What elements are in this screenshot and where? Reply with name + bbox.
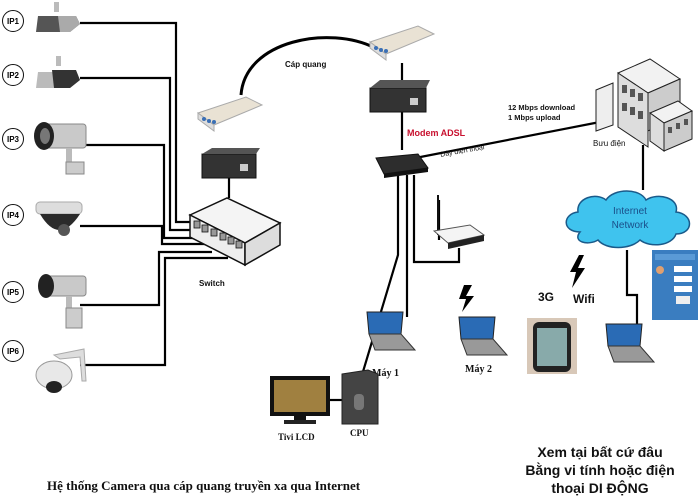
camera-id-ip2: IP2	[2, 64, 24, 86]
internet-cloud-icon	[565, 190, 691, 249]
diagram-caption: Hệ thống Camera qua cáp quang truyền xa …	[47, 478, 361, 493]
adsl-modem-icon	[375, 153, 429, 178]
wifi-label: Wifi	[573, 292, 595, 306]
pc1-label: Máy 1	[372, 368, 399, 379]
network-switch-icon	[188, 197, 282, 267]
mobile-app-login-screen-icon	[652, 250, 698, 320]
media-converter-icon	[369, 80, 430, 113]
fiber-cable-label: Cáp quang	[285, 60, 327, 69]
lcd-tv-icon	[270, 376, 330, 424]
bullet-camera-icon	[34, 122, 87, 175]
slogan: Xem tại bất cứ đâu Bằng vi tính hoặc điệ…	[525, 444, 675, 496]
wireless-bolt-mobile	[570, 255, 585, 288]
internet-network-label: Internet Network	[611, 206, 649, 231]
cable-ip2	[80, 76, 196, 232]
laptop-icon	[605, 323, 656, 363]
post-office-building-icon	[595, 58, 694, 152]
box-camera-icon	[36, 2, 80, 32]
media-converter-icon	[201, 148, 260, 179]
wifi-router-icon	[432, 195, 486, 249]
laptop-icon	[458, 316, 509, 356]
dome-camera-icon	[35, 201, 83, 236]
cable-ip1	[80, 21, 192, 224]
fiber-patch-panel-icon	[368, 25, 436, 61]
cable-ip4	[80, 224, 205, 246]
pc2-label: Máy 2	[465, 364, 492, 375]
camera-id-ip1: IP1	[2, 10, 24, 32]
bandwidth-info: 12 Mbps download 1 Mbps upload	[508, 103, 575, 123]
camera-id-ip6: IP6	[2, 340, 24, 362]
fiber-patch-panel-icon	[196, 96, 264, 132]
cable-ip6	[80, 256, 228, 367]
download-speed: 12 Mbps download	[508, 103, 576, 112]
post-office-label: Bưu điện	[593, 139, 626, 148]
laptop-icon	[366, 311, 417, 351]
cable-ip5	[80, 250, 212, 307]
switch-label: Switch	[199, 279, 225, 288]
ptz-camera-icon	[35, 348, 87, 393]
cpu-label: CPU	[350, 428, 369, 438]
fiber-cable	[239, 36, 376, 96]
camera-id-ip3: IP3	[2, 128, 24, 150]
tv-label: Tivi LCD	[278, 432, 315, 442]
upload-speed: 1 Mbps upload	[508, 113, 561, 122]
3g-label: 3G	[538, 290, 555, 304]
camera-id-ip4: IP4	[2, 204, 24, 226]
wireless-bolt-router	[459, 285, 474, 312]
bullet-camera-icon	[38, 274, 87, 329]
modem-label: Modem ADSL	[407, 128, 466, 138]
cpu-tower-icon	[341, 369, 379, 425]
cable-ip3	[80, 143, 200, 240]
box-camera-icon	[36, 56, 80, 88]
smartphone-icon	[527, 318, 577, 374]
camera-id-ip5: IP5	[2, 281, 24, 303]
